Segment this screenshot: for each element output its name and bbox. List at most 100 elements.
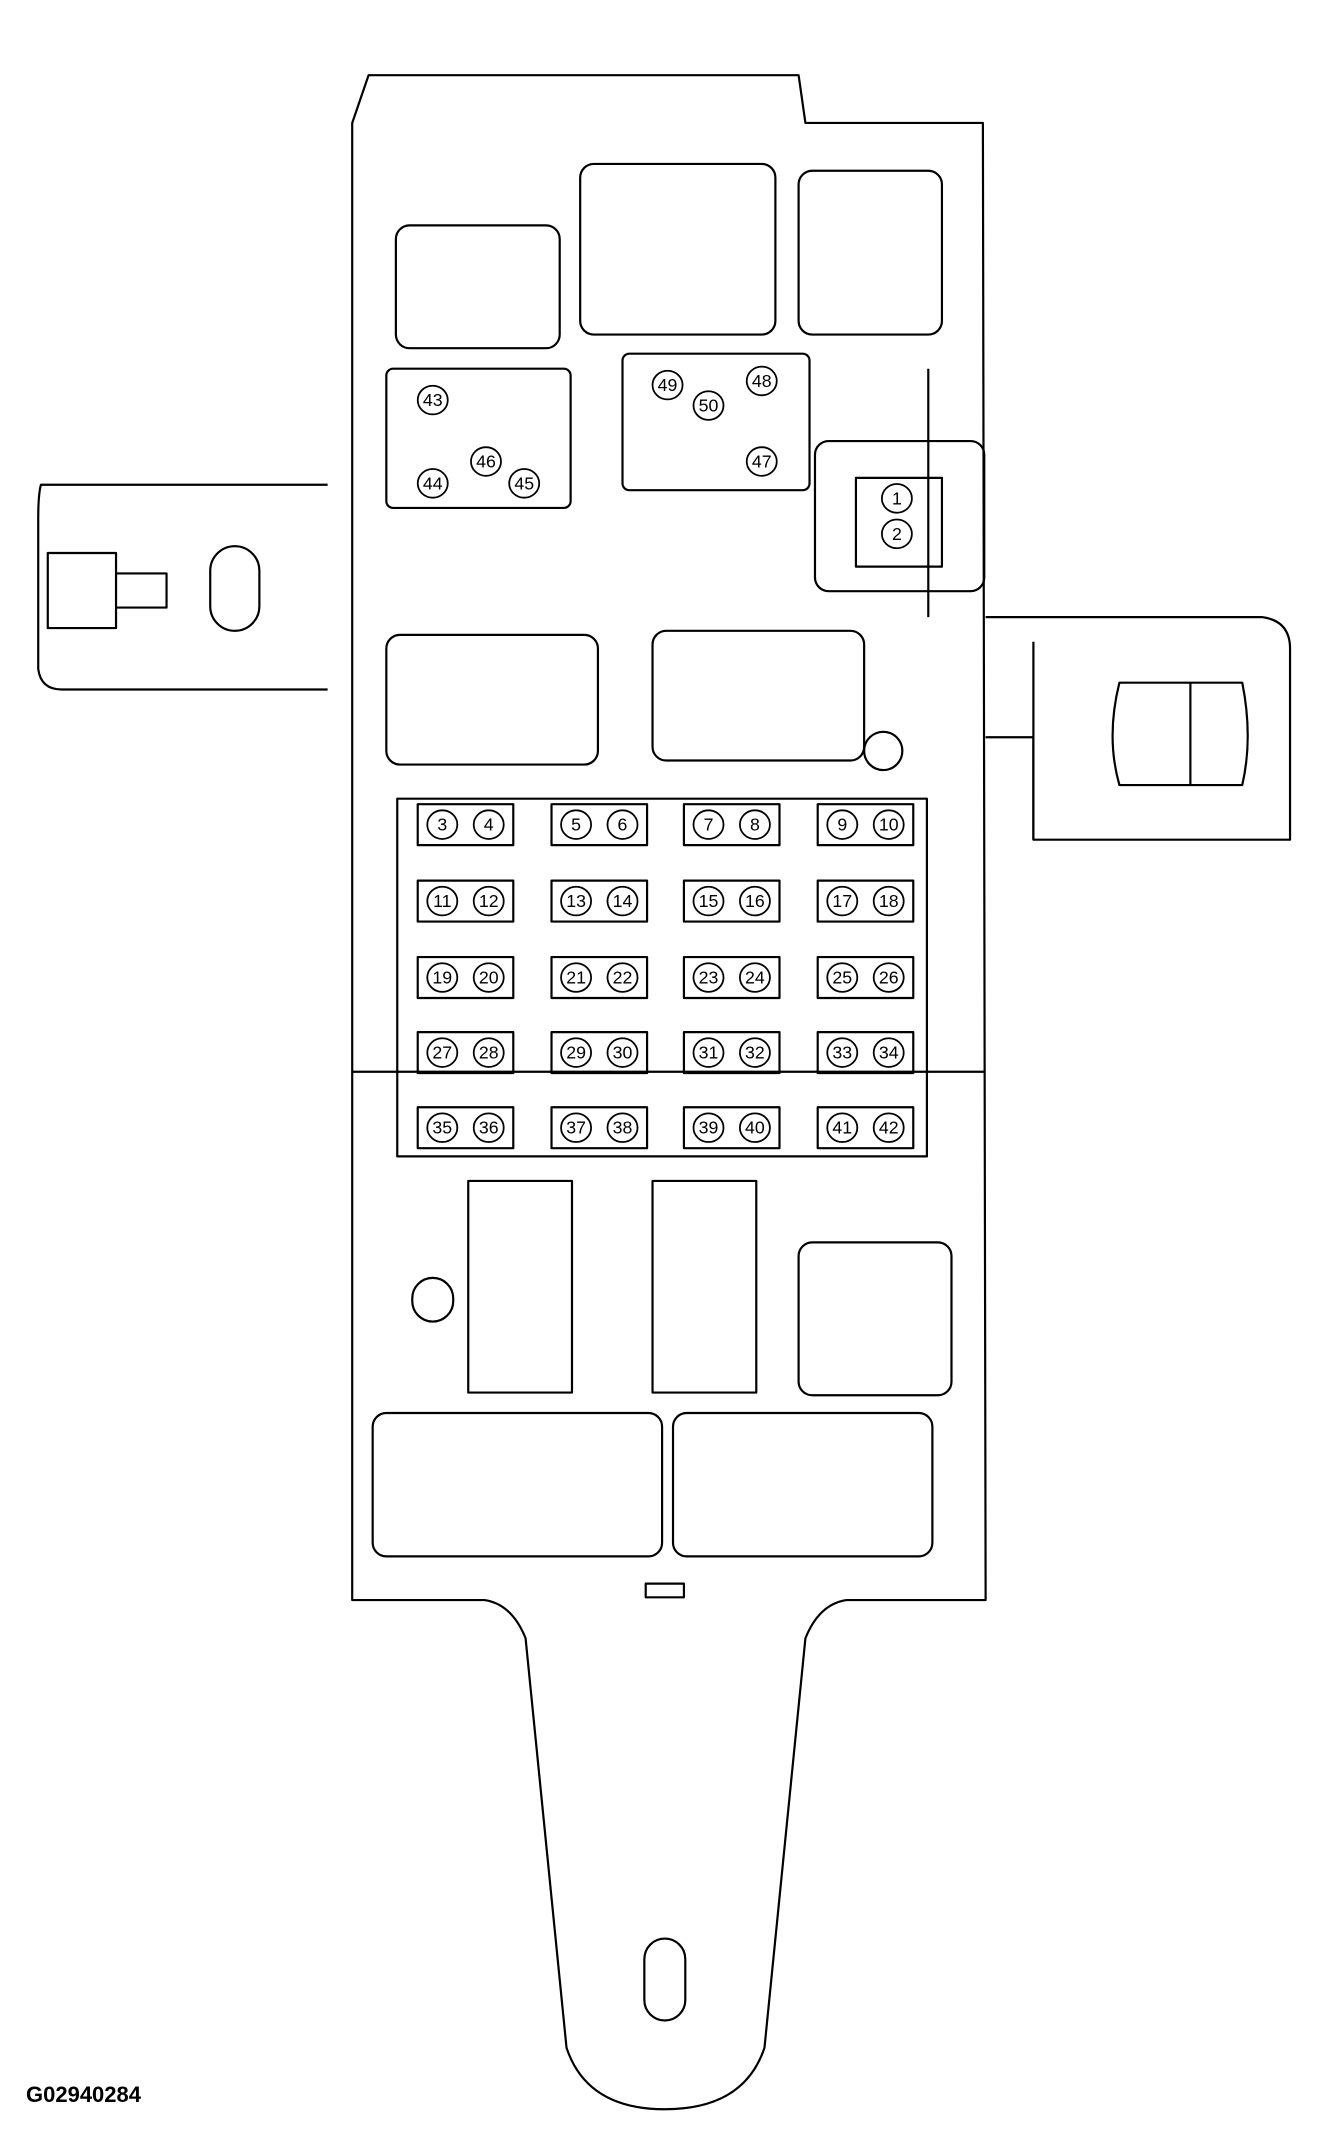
- fuse-label: 36: [472, 1112, 505, 1143]
- fuse-number: 39: [699, 1118, 719, 1138]
- fuse-number: 21: [566, 968, 586, 988]
- fuse-label: 6: [606, 809, 639, 840]
- fuse-number: 22: [613, 968, 633, 988]
- fuse-slot: [416, 1106, 515, 1150]
- fuse-label: 24: [739, 962, 771, 993]
- fuse-label: 3: [426, 809, 459, 840]
- fuse-number: 41: [832, 1118, 852, 1138]
- fuse-slot: [682, 955, 781, 1000]
- fuse-label: 5: [560, 809, 592, 840]
- fuse-number: 40: [745, 1118, 765, 1138]
- fuse-label: 11: [426, 885, 459, 917]
- fuse-number: 30: [613, 1043, 633, 1063]
- fuse-label: 41: [826, 1112, 859, 1143]
- fuse-slot: [682, 1031, 781, 1075]
- fuse-slot: [816, 1031, 915, 1075]
- fuse-label: 28: [472, 1037, 505, 1068]
- fuse-number: 33: [832, 1043, 852, 1063]
- fuse-number: 26: [879, 968, 899, 988]
- small-fuse-label: 43: [416, 384, 449, 416]
- fuse-slot: [816, 1106, 915, 1150]
- fuse-label: 35: [426, 1112, 459, 1143]
- fuse-label: 39: [692, 1112, 725, 1143]
- fuse-number: 17: [832, 891, 852, 911]
- relay-terminal-label: 1: [880, 483, 913, 514]
- small-fuse-label: 48: [745, 365, 778, 397]
- fuse-label: 4: [472, 809, 505, 840]
- fuse-number: 11: [433, 891, 451, 911]
- fuse-number: 34: [879, 1043, 899, 1063]
- fuse-number: 24: [745, 968, 765, 988]
- fuse-number: 29: [566, 1043, 586, 1063]
- fuse-slot: [416, 879, 515, 923]
- fuse-number: 8: [750, 815, 760, 835]
- fuse-number: 3: [437, 815, 447, 835]
- relay-terminal-label: 2: [880, 518, 913, 550]
- fuse-label: 33: [826, 1037, 859, 1068]
- fuse-number: 1: [892, 488, 902, 508]
- fuse-slot: [416, 955, 515, 1000]
- fuse-number: 31: [699, 1043, 719, 1063]
- fuse-number: 32: [745, 1043, 765, 1063]
- fuse-number: 16: [745, 891, 765, 911]
- fuse-number: 23: [699, 968, 719, 988]
- fuse-label: 38: [606, 1112, 639, 1143]
- fuse-number: 9: [837, 815, 847, 835]
- fuse-number: 47: [752, 452, 772, 472]
- fuse-number: 13: [566, 891, 586, 911]
- fuse-number: 28: [479, 1043, 499, 1063]
- small-fuse-label: 44: [416, 468, 449, 499]
- fuse-label: 27: [426, 1037, 459, 1068]
- fuse-label: 32: [739, 1037, 771, 1068]
- fuse-slot: [550, 879, 649, 923]
- fuse-label: 12: [472, 885, 505, 917]
- fuse-label: 25: [826, 962, 859, 993]
- fuse-slot: [416, 1031, 515, 1075]
- fuse-slot: [550, 1106, 649, 1150]
- housing-outline: [37, 74, 1292, 2111]
- fuse-number: 45: [514, 473, 534, 493]
- fuse-label: 22: [606, 962, 639, 993]
- fuse-label: 20: [472, 962, 505, 993]
- fuse-label: 18: [872, 885, 905, 917]
- small-fuse-label: 47: [745, 446, 778, 477]
- fuse-label: 19: [426, 962, 459, 993]
- fuse-label: 31: [692, 1037, 725, 1068]
- fuse-number: 14: [613, 891, 633, 911]
- fuse-slot: [550, 803, 649, 847]
- fuse-label: 37: [560, 1112, 592, 1143]
- fuse-number: 27: [432, 1043, 452, 1063]
- fuse-number: 12: [479, 891, 499, 911]
- fuse-number: 2: [892, 524, 902, 544]
- fuse-slot: [416, 803, 515, 847]
- fuse-number: 7: [704, 815, 714, 835]
- fuse-label: 7: [692, 809, 725, 840]
- fuse-label: 23: [692, 962, 725, 993]
- fuse-number: 50: [699, 396, 719, 416]
- fuse-number: 10: [879, 815, 899, 835]
- fuse-label: 13: [560, 885, 592, 917]
- fuse-number: 48: [752, 371, 772, 391]
- fuse-number: 19: [432, 968, 452, 988]
- fuse-number: 38: [613, 1118, 633, 1138]
- fuse-slot: [816, 803, 915, 847]
- fuse-slot: [550, 1031, 649, 1075]
- fuse-label: 21: [560, 962, 592, 993]
- small-fuse-label: 46: [470, 446, 502, 477]
- fuse-slot: [682, 879, 781, 923]
- fuse-number: 49: [658, 375, 678, 395]
- fuse-number: 15: [699, 891, 719, 911]
- fuse-label: 30: [606, 1037, 639, 1068]
- fuse-label: 16: [739, 885, 771, 917]
- fuse-slot: [816, 955, 915, 1000]
- fuse-label: 9: [826, 809, 859, 840]
- fuse-number: 46: [476, 452, 496, 472]
- fuse-label: 10: [872, 809, 905, 840]
- figure-code: G02940284: [26, 2082, 141, 2107]
- small-fuse-label: 45: [508, 468, 541, 499]
- fuse-number: 37: [566, 1118, 586, 1138]
- fuse-label: 34: [872, 1037, 905, 1068]
- fuse-slot: [816, 879, 915, 923]
